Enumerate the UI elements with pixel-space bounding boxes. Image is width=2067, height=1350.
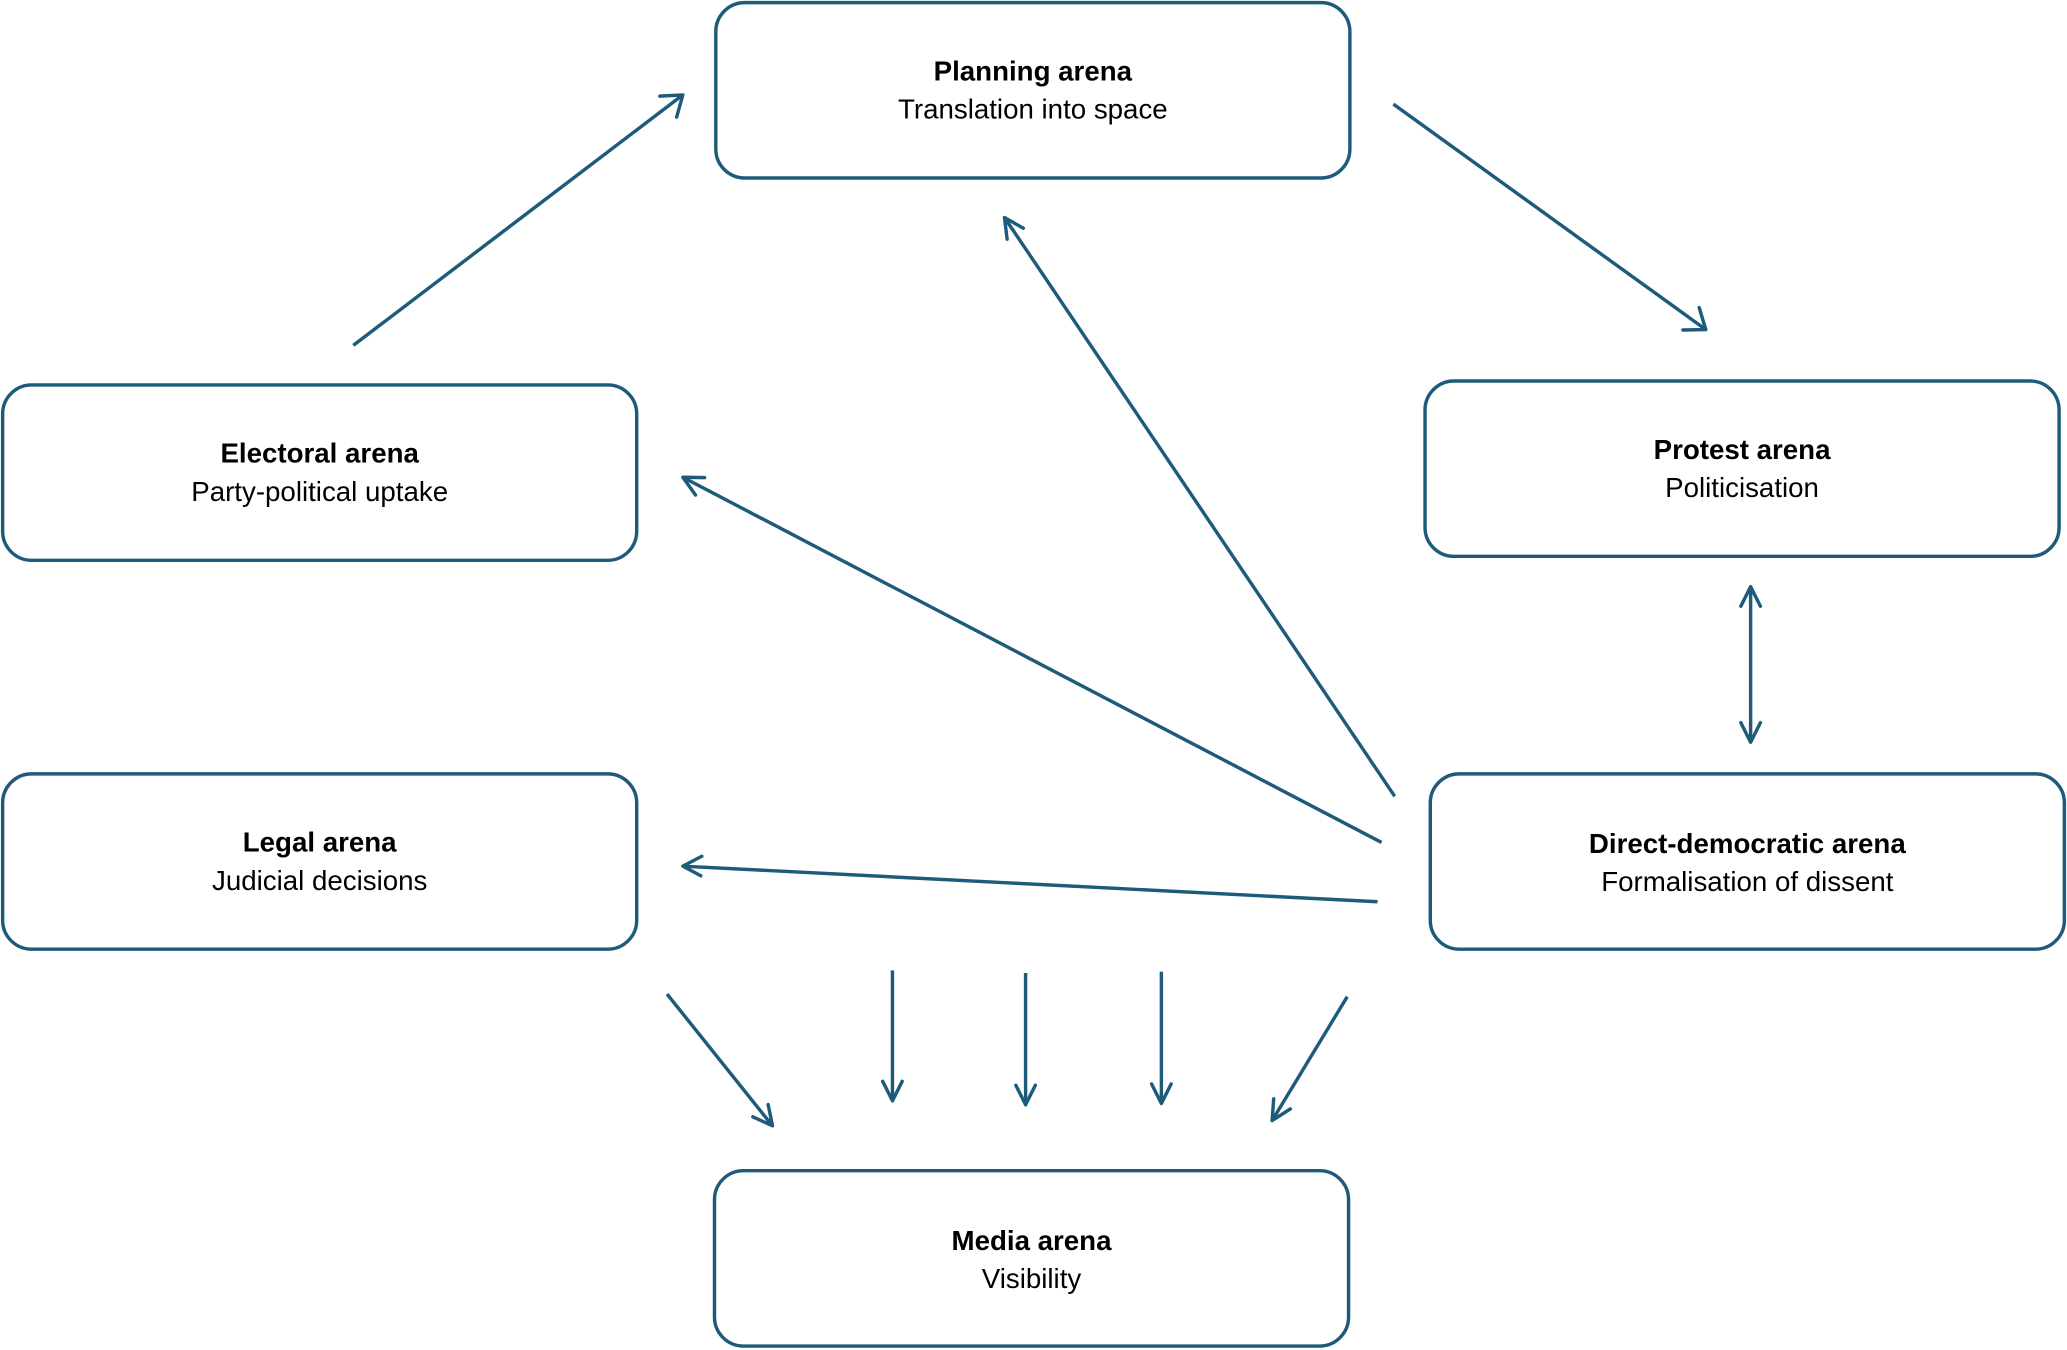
- legal-arena-subtitle: Judicial decisions: [212, 865, 427, 896]
- electoral-arena-subtitle: Party-political uptake: [191, 476, 448, 507]
- media-arena-node: Media arena Visibility: [712, 1168, 1351, 1348]
- legal-arena-box: [0, 772, 639, 951]
- legal-arena-title: Legal arena: [243, 827, 397, 858]
- media-arena-box: [712, 1168, 1351, 1348]
- planning-arena-subtitle: Translation into space: [898, 94, 1168, 125]
- protest-arena-node: Protest arena Politicisation: [1423, 379, 2061, 559]
- planning-arena-node: Planning arena Translation into space: [714, 0, 1352, 180]
- direct-democratic-to-legal-arrow: [681, 854, 1378, 904]
- direct-democratic-to-planning-arrow: [1002, 215, 1397, 798]
- electoral-arena-box: [0, 383, 639, 563]
- electoral-arena-title: Electoral arena: [220, 438, 419, 469]
- media-arena-subtitle: Visibility: [982, 1263, 1082, 1294]
- media-incoming-arrow-2: [1014, 972, 1038, 1107]
- planning-to-protest-arrow: [1392, 102, 1708, 332]
- media-incoming-arrow-1: [880, 970, 904, 1103]
- media-incoming-arrow-3: [1149, 971, 1173, 1106]
- direct-democratic-arena-subtitle: Formalisation of dissent: [1601, 866, 1894, 897]
- direct-democratic-to-media-arrow: [1270, 995, 1349, 1123]
- protest-arena-subtitle: Politicisation: [1665, 472, 1819, 503]
- planning-arena-title: Planning arena: [934, 55, 1133, 86]
- electoral-to-planning-arrow: [352, 93, 685, 347]
- direct-democratic-arena-box: [1428, 772, 2067, 951]
- protest-arena-box: [1423, 379, 2061, 559]
- protest-direct-democratic-double-arrow: [1739, 584, 1763, 744]
- protest-arena-title: Protest arena: [1654, 434, 1831, 465]
- media-arena-title: Media arena: [952, 1225, 1113, 1256]
- direct-democratic-arena-title: Direct-democratic arena: [1589, 828, 1906, 859]
- direct-democratic-to-electoral-arrow: [681, 475, 1383, 844]
- legal-arena-node: Legal arena Judicial decisions: [0, 772, 639, 951]
- electoral-arena-node: Electoral arena Party-political uptake: [0, 383, 639, 563]
- planning-arena-box: [714, 0, 1352, 180]
- direct-democratic-arena-node: Direct-democratic arena Formalisation of…: [1428, 772, 2067, 951]
- legal-to-media-arrow: [665, 992, 775, 1128]
